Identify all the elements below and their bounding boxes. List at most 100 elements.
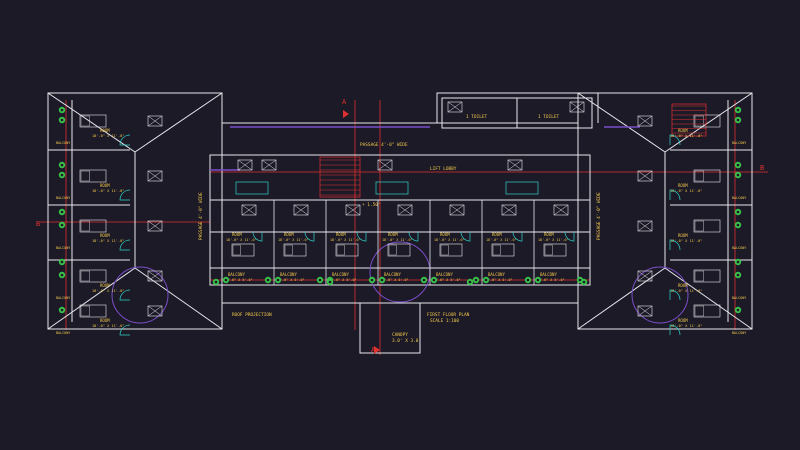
left-plant-3-core [60,273,64,277]
center-room-door-5 [512,231,523,242]
center-room-bed-6 [543,243,567,257]
center-room-toilet-2-box [345,204,361,216]
left-room-name-3: ROOM [100,283,110,288]
extra-plant-7 [734,258,742,266]
left-room-toilet-1-box [147,170,163,182]
right-plant-4-core [736,308,740,312]
top-toilet-a [237,159,253,171]
left-room-toilet-0-box [147,115,163,127]
balcony-size-5: 9'-6" X 5'-0" [486,278,513,282]
center-room-toilet-4-x2 [449,204,465,216]
left-room-bed-0-frame [79,114,107,128]
right-room-toilet-1-box [637,170,653,182]
center-room-door-0 [252,231,263,242]
center-room-door-3 [408,231,419,242]
right-room-name-4: ROOM [678,318,688,323]
right-plant-2-core [736,223,740,227]
balcony-name-6: BALCONY [540,272,557,277]
balcony-plant-b-2 [368,276,376,284]
center-room-size-0: 18'-0" X 11'-0" [226,238,257,242]
right-side-balcony-1: BALCONY [732,196,746,200]
top-toilet-a-box [237,159,253,171]
left-room-bed-1-pillow [80,170,90,182]
center-room-toilet-2 [345,204,361,216]
extra-plant-4-core [736,108,740,112]
section-arrow-bottom [374,346,380,354]
left-room-bed-4 [79,304,107,318]
left-room-name-4: ROOM [100,318,110,323]
left-room-bed-4-frame [79,304,107,318]
right-room-toilet-0 [637,115,653,127]
left-room-toilet-2-box [147,220,163,232]
center-room-toilet-1-x2 [293,204,309,216]
passage-label: PASSAGE 4'-0" WIDE [360,142,408,148]
center-room-toilet-3 [397,204,413,216]
right-plant-3 [734,271,742,279]
top-toilet-d-box [507,159,523,171]
balcony-name-2: BALCONY [332,272,349,277]
extra-plant-0 [58,106,66,114]
right-room-name-3: ROOM [678,283,688,288]
balcony-plant-b-0 [264,276,272,284]
balcony-plant-a-3 [378,276,386,284]
extra-plant-10-core [328,280,332,284]
left-room-name-0: ROOM [100,128,110,133]
top-toilet-d-x2 [507,159,523,171]
top-toilet-c [377,159,393,171]
right-room-toilet-2 [637,220,653,232]
passage-label-left: PASSAGE 4'-0" WIDE [198,192,204,240]
center-room-size-4: 18'-0" X 11'-0" [434,238,465,242]
balcony-plant-a-4-core [432,278,436,282]
center-room-bed-6-frame [543,243,567,257]
center-room-toilet-4-box [449,204,465,216]
left-room-toilet-0 [147,115,163,127]
drawing-scale: SCALE 1:100 [430,318,459,324]
center-room-bed-0-pillow [232,244,241,256]
center-room-bed-1-frame [283,243,307,257]
center-room-bed-2 [335,243,359,257]
left-room-bed-3-frame [79,269,107,283]
left-room-toilet-3-box [147,270,163,282]
extra-plant-2-core [60,210,64,214]
center-room-bed-4-frame [439,243,463,257]
extra-plant-8 [212,278,220,286]
top-toilet-a-x2 [237,159,253,171]
right-room-toilet-4-box [637,305,653,317]
level-mark: + 1.50' [362,202,381,208]
left-room-bed-3 [79,269,107,283]
center-room-bed-6-pillow [544,244,553,256]
left-room-bed-2 [79,219,107,233]
left-room-bed-0 [79,114,107,128]
top-toilet-b [261,159,277,171]
center-room-door-4 [460,231,471,242]
balcony-name-3: BALCONY [384,272,401,277]
top-toilet-c-x2 [377,159,393,171]
building-walls [47,92,753,354]
extra-plant-11-core [468,280,472,284]
right-room-bed-4 [693,304,721,318]
center-room-toilet-4 [449,204,465,216]
extra-plant-5-core [736,163,740,167]
right-room-bed-0 [693,114,721,128]
center-room-name-6: ROOM [544,232,554,237]
right-room-name-0: ROOM [678,128,688,133]
right-plant-2 [734,221,742,229]
right-side-balcony-4: BALCONY [732,331,746,335]
balcony-size-6: 9'-6" X 5'-0" [538,278,565,282]
top-toilet-b-box [261,159,277,171]
center-room-bed-5-pillow [492,244,501,256]
section-mark-top: A [342,98,347,106]
right-room-door-2 [669,239,681,251]
left-room-bed-3-pillow [80,270,90,282]
balcony-size-0: 9'-6" X 5'-0" [226,278,253,282]
right-plant-1 [734,171,742,179]
left-room-door-0 [119,134,131,146]
balcony-plant-b-5-core [526,278,530,282]
extra-plant-6-core [736,210,740,214]
balcony-plant-a-5-core [484,278,488,282]
extra-plant-9 [580,278,588,286]
left-room-bed-0-pillow [80,115,90,127]
center-room-toilet-6 [553,204,569,216]
right-plant-1-core [736,173,740,177]
right-room-size-0: 18'-0" X 11'-0" [670,134,702,138]
